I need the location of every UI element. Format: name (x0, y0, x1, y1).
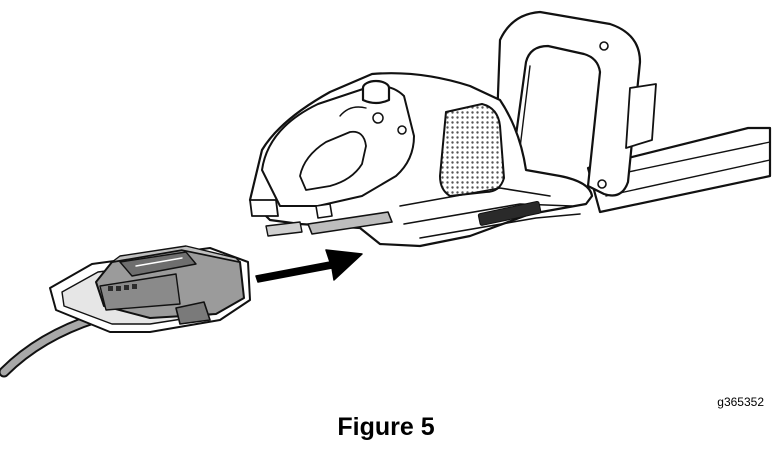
figure-code: g365352 (717, 395, 764, 409)
hedge-trimmer-drawing (248, 10, 772, 248)
figure-caption: Figure 5 (337, 413, 435, 441)
arrow-right-icon (255, 249, 363, 283)
rear-handle (494, 10, 642, 197)
vent-grille (439, 103, 505, 197)
battery-adapter-drawing (49, 245, 251, 333)
blade-shaft (586, 126, 772, 214)
brand-plate (477, 200, 542, 226)
battery-slot (307, 211, 393, 235)
front-grip-opening (299, 130, 367, 191)
